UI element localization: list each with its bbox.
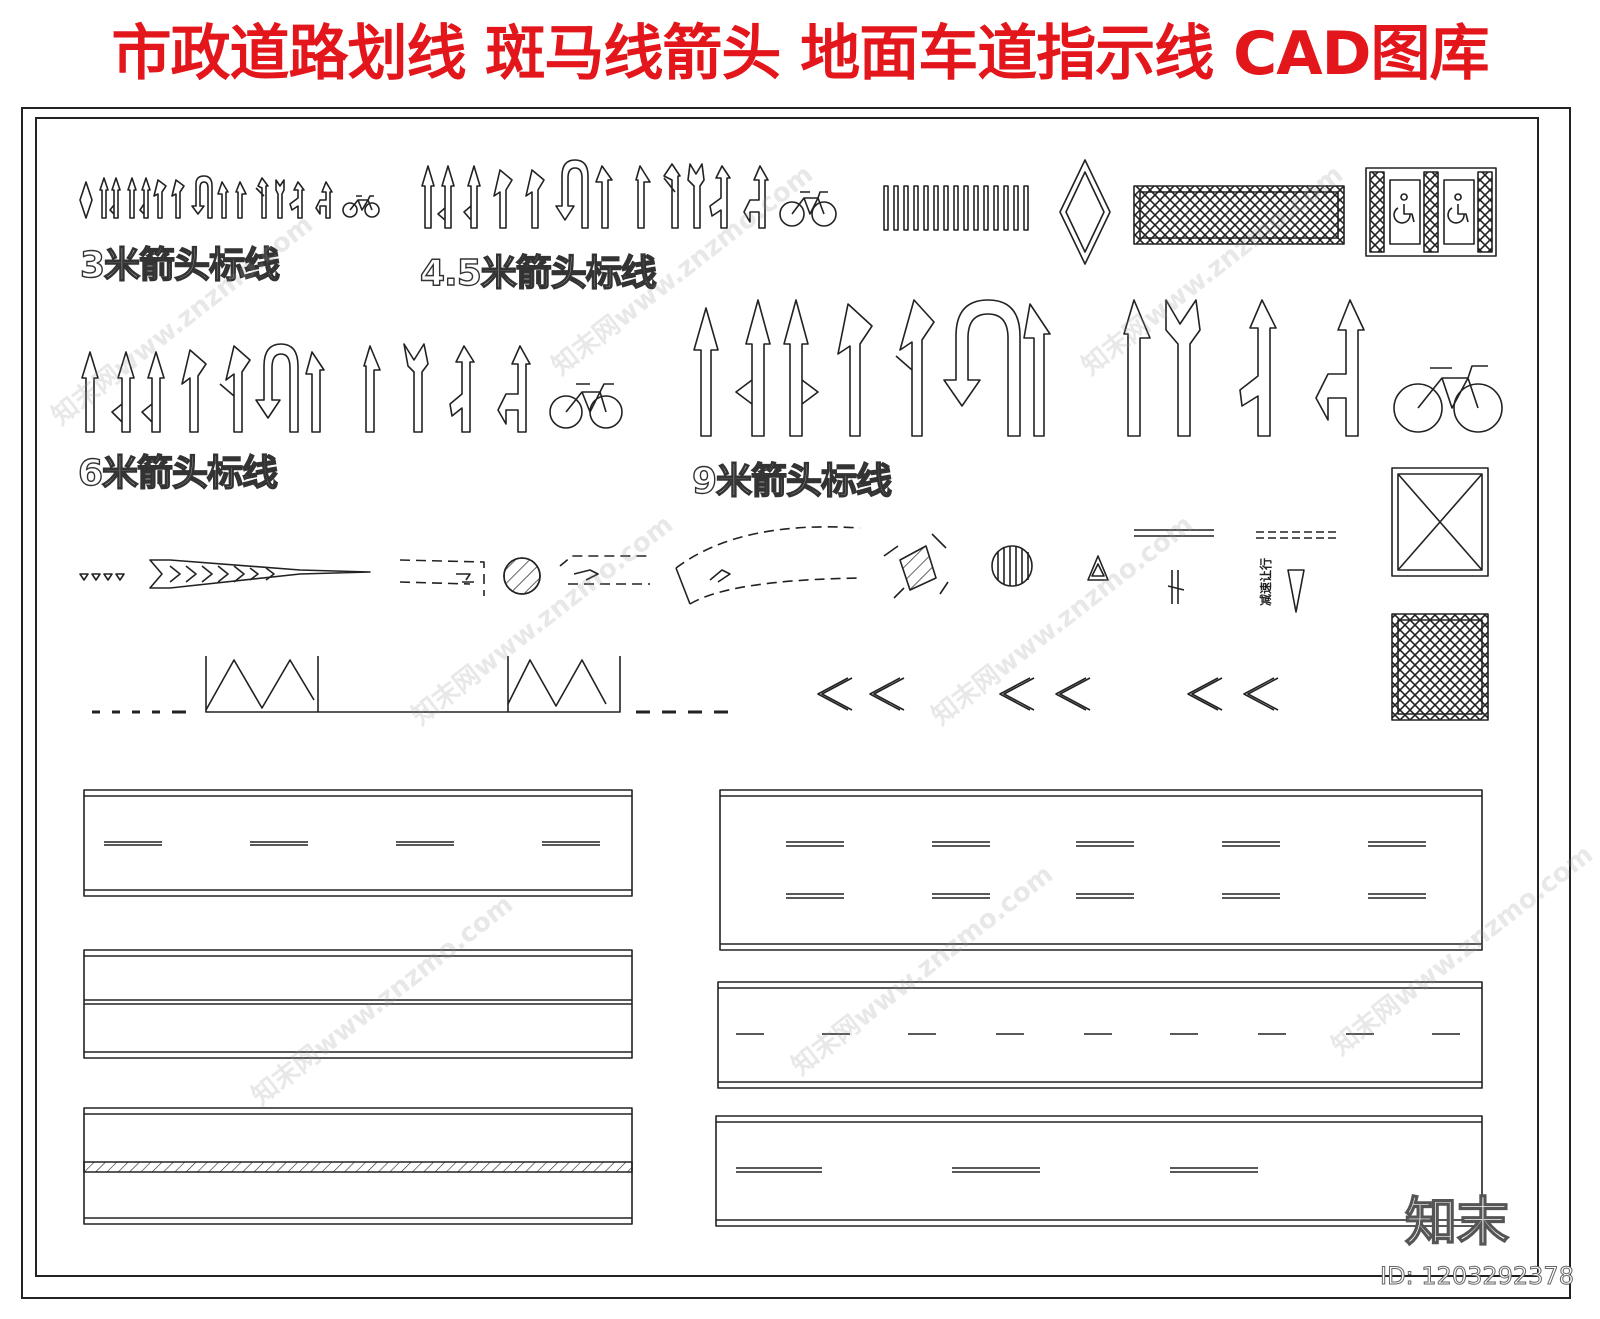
disabled-parking-bays [1365,167,1497,257]
yield-triangles-small [79,573,125,581]
bicycle-icon-3m [342,195,380,218]
road-section-3 [83,949,633,1059]
bicycle-icon-6m [549,383,623,429]
arrows-45m-group [421,159,837,229]
label-arrows-6m: 6米箭头标线 [77,452,278,494]
dashed-lane-curve-2 [559,555,650,585]
chevron-merge-taper [149,559,371,589]
road-section-4 [717,981,1483,1089]
watermark-logo: 知末 [1404,1192,1510,1254]
double-solid-line-short [1134,529,1214,537]
hatched-circle-1 [503,557,541,595]
dashed-line-short [1256,531,1336,539]
arrows-9m-group [693,299,1503,437]
road-section-2 [719,789,1483,951]
road-section-6 [715,1115,1483,1227]
hatched-no-stop-box [1133,185,1345,245]
diamond-marking [1059,159,1111,265]
zebra-stripes [883,185,1029,231]
curved-dashed-road [675,526,861,605]
hatched-circle-2 [991,545,1033,587]
stop-marking-vertical [1167,570,1185,604]
arrows-3m-group [79,175,380,219]
x-box-marking [1391,467,1489,577]
label-arrows-3m: 3米箭头标线 [79,244,280,286]
label-arrows-9m: 9米箭头标线 [691,460,892,502]
chevron-arrows-left [817,677,1279,711]
outer-frame [21,107,1571,1299]
watermark-id: ID: 1203292378 [1380,1262,1575,1291]
bicycle-icon-9m [1393,365,1503,433]
zigzag-bus-bay [92,656,728,714]
page-title: 市政道路划线 斑马线箭头 地面车道指示线 CAD图库 [111,19,1490,89]
yield-triangle-long [1287,569,1305,613]
road-section-1 [83,789,633,897]
grid-box-arrows [883,533,949,599]
arrows-6m-group [81,343,623,433]
inner-frame [35,117,1539,1277]
road-section-5 [83,1107,633,1225]
label-arrows-45m: 4.5米箭头标线 [419,252,657,294]
dashed-lane-curve [399,559,485,596]
slow-yield-text: 减速让行 [1258,558,1273,606]
yield-triangle [1087,555,1109,581]
bicycle-icon-45m [779,191,837,227]
crosshatch-square [1391,613,1489,721]
